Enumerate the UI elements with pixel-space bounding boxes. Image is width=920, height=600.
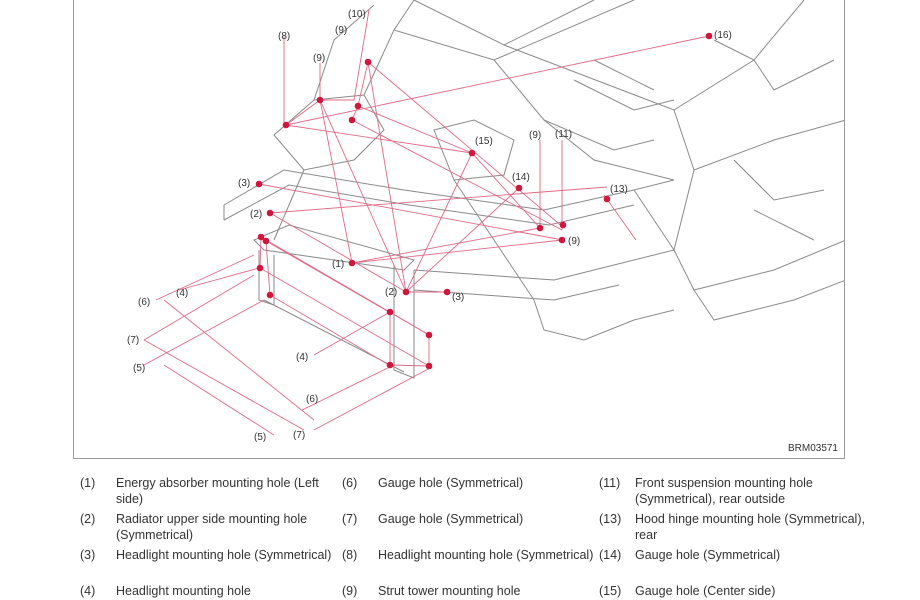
callout-4: (4) — [176, 288, 188, 299]
legend-num: (14) — [599, 548, 622, 562]
figure-code: BRM03571 — [787, 443, 838, 454]
legend-num: (13) — [599, 512, 622, 526]
legend-text: Front suspension mounting hole (Symmetri… — [635, 476, 813, 506]
body-dimension-diagram: (10) (9) (8) (9) (16) (15) (9) (11) (14)… — [73, 0, 845, 459]
callout-14: (14) — [512, 172, 530, 183]
legend-num: (3) — [80, 548, 96, 562]
measurement-lines — [143, 9, 710, 436]
callout-2b: (2) — [385, 287, 397, 298]
legend-text: Strut tower mounting hole — [378, 584, 521, 598]
callout-8: (8) — [278, 31, 290, 42]
callout-6: (6) — [138, 297, 150, 308]
legend-num: (15) — [599, 584, 622, 598]
legend-num: (2) — [80, 512, 96, 526]
legend-text: Energy absorber mounting hole (Left side… — [116, 476, 319, 506]
callout-3: (3) — [238, 178, 250, 189]
legend-num: (8) — [342, 548, 358, 562]
legend-num: (7) — [342, 512, 358, 526]
callout-13: (13) — [610, 184, 628, 195]
legend-num: (11) — [599, 476, 621, 490]
callout-9: (9) — [313, 53, 325, 64]
legend-text: Headlight mounting hole (Symmetrical) — [378, 548, 594, 562]
measurement-points — [255, 32, 713, 370]
callout-7: (7) — [127, 335, 139, 346]
callout-10: (9) — [335, 25, 347, 36]
legend-text: Headlight mounting hole (Symmetrical) — [116, 548, 332, 562]
vehicle-body-outline — [223, 0, 844, 379]
callout-11: (10) — [348, 9, 366, 20]
legend-text: Gauge hole (Symmetrical) — [378, 476, 524, 490]
callout-7b: (7) — [293, 430, 305, 441]
legend-num: (1) — [80, 476, 96, 490]
legend-num: (4) — [80, 584, 96, 598]
callout-10b: (9) — [529, 130, 541, 141]
callout-16: (16) — [714, 30, 732, 41]
callout-3b: (3) — [452, 292, 464, 303]
callout-15: (15) — [475, 136, 493, 147]
callout-2: (2) — [250, 209, 262, 220]
legend-text: Gauge hole (Center side) — [635, 584, 776, 598]
legend-num: (6) — [342, 476, 358, 490]
callout-1: (1) — [332, 259, 344, 270]
callout-4b: (4) — [296, 352, 308, 363]
callout-6b: (6) — [306, 394, 318, 405]
legend-text: Headlight mounting hole — [116, 584, 251, 598]
legend-text: Hood hinge mounting hole (Symmetrical), … — [635, 512, 865, 542]
legend-text: Gauge hole (Symmetrical) — [378, 512, 524, 526]
legend-text: Radiator upper side mounting hole (Symme… — [116, 512, 308, 542]
callout-5b: (5) — [254, 432, 266, 443]
callout-5: (5) — [133, 363, 145, 374]
vehicle-frame-drawing: (10) (9) (8) (9) (16) (15) (9) (11) (14)… — [127, 0, 844, 443]
legend-num: (9) — [342, 584, 358, 598]
diagram-callouts: (10) (9) (8) (9) (16) (15) (9) (11) (14)… — [127, 9, 732, 443]
legend-text: Gauge hole (Symmetrical) — [635, 548, 781, 562]
callout-11b: (11) — [555, 129, 572, 140]
callout-9b: (9) — [568, 236, 580, 247]
